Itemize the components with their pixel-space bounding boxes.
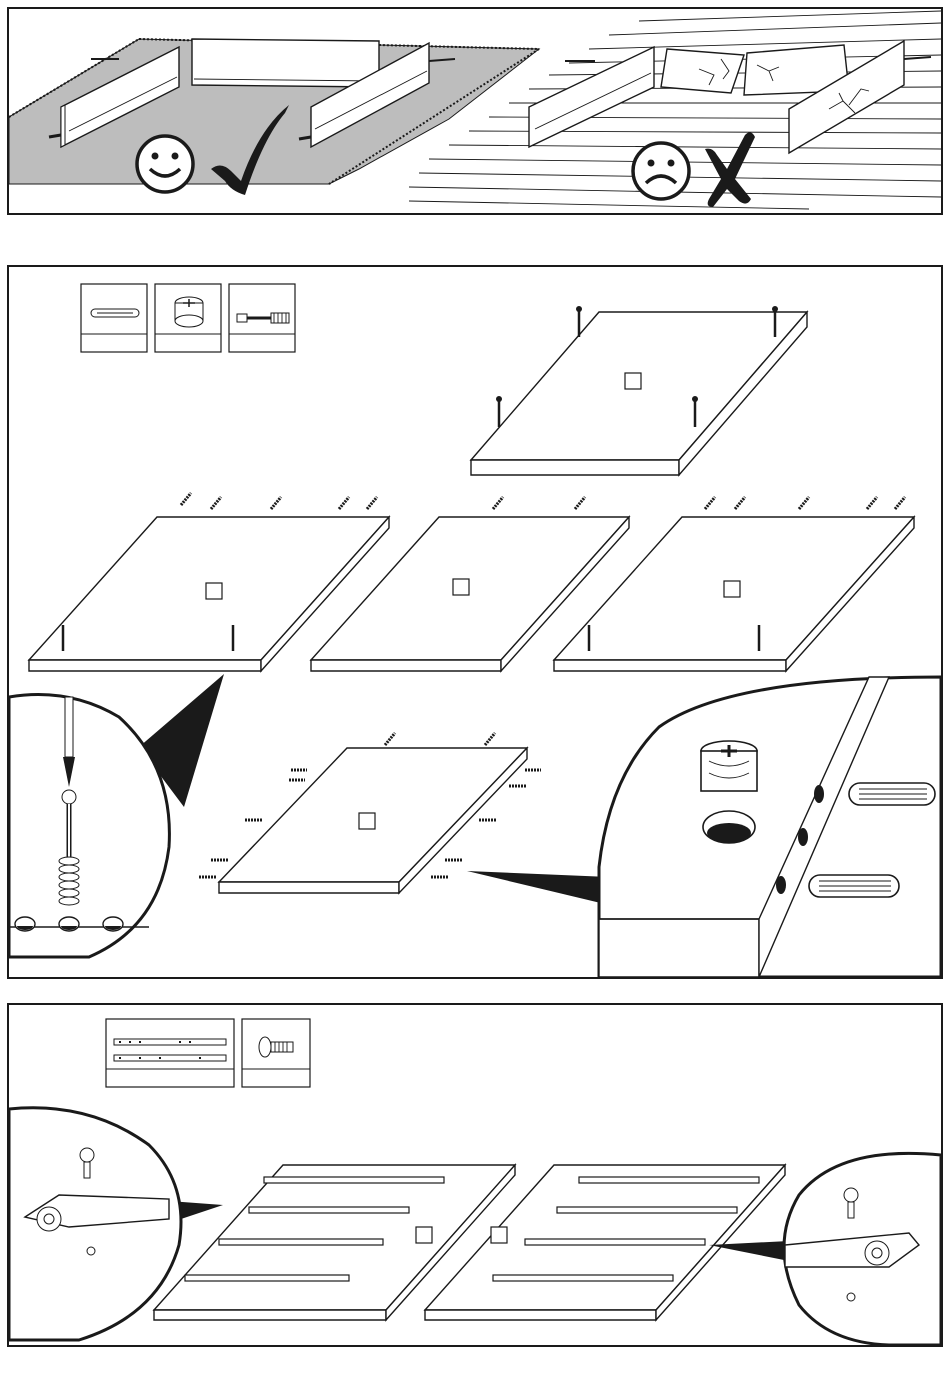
step-dowel-cam-panel xyxy=(7,265,943,979)
happy-face-icon xyxy=(137,136,193,192)
cross-icon xyxy=(705,132,755,207)
step-floor-protection-panel xyxy=(7,7,943,215)
hardware-box-bolt xyxy=(229,284,295,352)
hardware-box-cam xyxy=(155,284,221,352)
wooden-dowel-icon xyxy=(91,309,139,317)
top-panel-board xyxy=(471,306,807,475)
hardware-box-dowel xyxy=(81,284,147,352)
cam-bolt-detail-magnifier xyxy=(9,674,224,957)
dowel-cam-detail-magnifier xyxy=(467,677,941,977)
hardware-box-screw xyxy=(242,1019,310,1087)
part-label-box xyxy=(625,373,641,389)
broken-assembly-boards xyxy=(529,41,931,153)
cam-lock-icon xyxy=(175,297,203,327)
hardware-box-runner xyxy=(106,1019,234,1087)
back-panel-board xyxy=(199,733,541,893)
sad-face-icon xyxy=(633,143,689,199)
step-drawer-runner-panel xyxy=(7,1003,943,1347)
